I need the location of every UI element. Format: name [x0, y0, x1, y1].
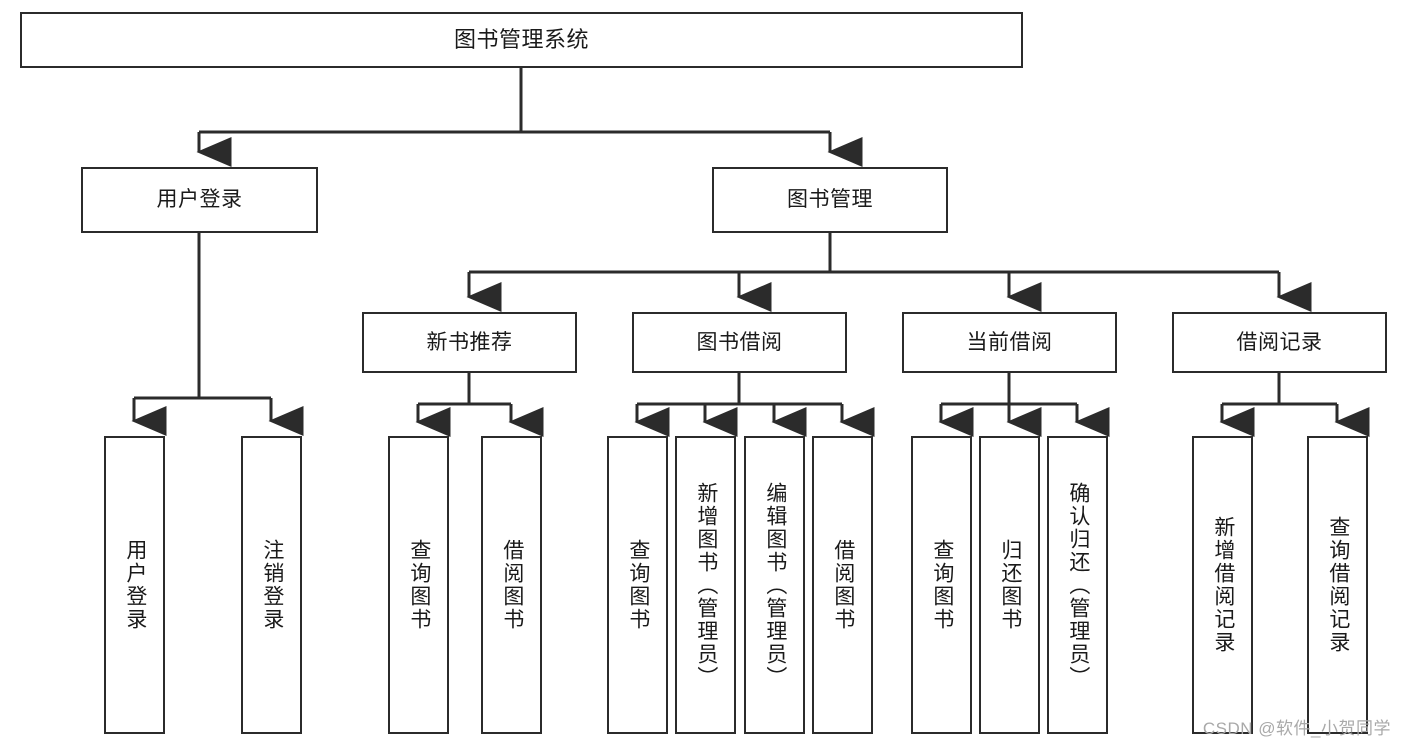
node-current-borrowing[interactable]: 当前借阅: [902, 312, 1117, 373]
node-book-management[interactable]: 图书管理: [712, 167, 948, 233]
leaf-new-book-query-book[interactable]: 查询图书: [388, 436, 449, 734]
node-root-book-management-system[interactable]: 图书管理系统: [20, 12, 1023, 68]
leaf-borrow-borrow-book[interactable]: 借阅图书: [812, 436, 873, 734]
node-label: 查询图书: [407, 539, 431, 631]
node-label: 归还图书: [998, 539, 1022, 631]
leaf-record-query-borrow-record[interactable]: 查询借阅记录: [1307, 436, 1368, 734]
node-new-book-recommendation[interactable]: 新书推荐: [362, 312, 577, 373]
leaf-new-book-borrow-book[interactable]: 借阅图书: [481, 436, 542, 734]
node-label: 编辑图书（管理员）: [763, 481, 787, 689]
leaf-record-add-borrow-record[interactable]: 新增借阅记录: [1192, 436, 1253, 734]
node-user-login[interactable]: 用户登录: [81, 167, 318, 233]
node-label: 图书管理系统: [453, 27, 589, 53]
node-label: 图书借阅: [696, 330, 783, 354]
leaf-current-return-book[interactable]: 归还图书: [979, 436, 1040, 734]
node-label: 借阅图书: [831, 539, 855, 631]
node-label: 借阅图书: [500, 539, 524, 631]
node-label: 用户登录: [156, 188, 243, 212]
node-book-borrowing[interactable]: 图书借阅: [632, 312, 847, 373]
node-label: 注销登录: [260, 539, 284, 631]
node-label: 确认归还（管理员）: [1066, 481, 1090, 689]
leaf-borrow-query-book[interactable]: 查询图书: [607, 436, 668, 734]
node-label: 新增图书（管理员）: [694, 481, 718, 689]
node-label: 当前借阅: [966, 330, 1053, 354]
leaf-user-login-login[interactable]: 用户登录: [104, 436, 165, 734]
node-borrowing-records[interactable]: 借阅记录: [1172, 312, 1387, 373]
node-label: 用户登录: [123, 539, 147, 631]
node-label: 查询图书: [930, 539, 954, 631]
leaf-user-login-logout[interactable]: 注销登录: [241, 436, 302, 734]
leaf-borrow-add-book-admin[interactable]: 新增图书（管理员）: [675, 436, 736, 734]
leaf-borrow-edit-book-admin[interactable]: 编辑图书（管理员）: [744, 436, 805, 734]
leaf-current-query-book[interactable]: 查询图书: [911, 436, 972, 734]
node-label: 借阅记录: [1236, 330, 1323, 354]
node-label: 新增借阅记录: [1211, 516, 1235, 654]
node-label: 图书管理: [787, 188, 873, 212]
node-label: 查询借阅记录: [1326, 516, 1350, 654]
leaf-current-confirm-return-admin[interactable]: 确认归还（管理员）: [1047, 436, 1108, 734]
node-label: 查询图书: [626, 539, 650, 631]
node-label: 新书推荐: [426, 330, 513, 354]
